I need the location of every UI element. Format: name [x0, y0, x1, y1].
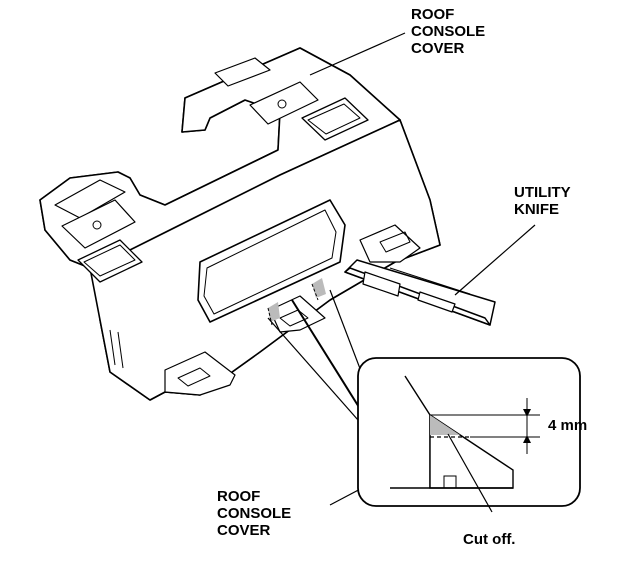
measurement-label: 4 mm	[548, 417, 588, 434]
label-line: ROOF	[217, 488, 261, 505]
label-line: COVER	[411, 40, 465, 57]
label-line: KNIFE	[514, 201, 559, 218]
label-line: UTILITY	[514, 184, 571, 201]
roof-console-cover-label-top: ROOF CONSOLE COVER	[411, 6, 485, 57]
roof-console-cover-part	[39, 47, 441, 401]
detail-inset	[357, 357, 581, 513]
roof-console-cover-label-bottom: ROOF CONSOLE COVER	[217, 488, 291, 539]
label-line: CONSOLE	[411, 23, 486, 40]
label-line: CONSOLE	[217, 505, 292, 522]
cut-off-label: Cut off.	[463, 531, 516, 548]
utility-knife-label: UTILITY KNIFE	[514, 184, 571, 218]
utility-knife-illustration	[344, 259, 496, 326]
label-line: COVER	[217, 522, 271, 539]
label-line: ROOF	[411, 6, 455, 23]
